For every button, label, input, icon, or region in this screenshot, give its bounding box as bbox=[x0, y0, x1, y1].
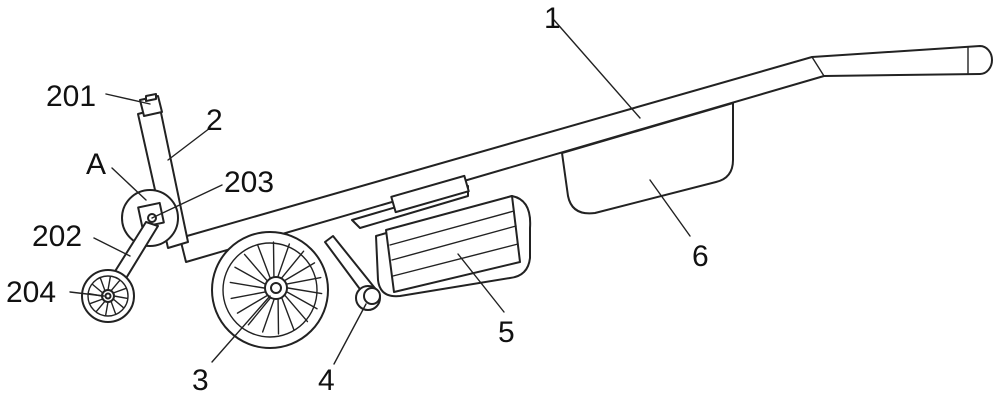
spoke bbox=[99, 277, 106, 292]
spoke bbox=[284, 262, 316, 281]
leader-202 bbox=[93, 237, 131, 257]
leader-4 bbox=[333, 303, 367, 365]
spoke bbox=[277, 243, 291, 277]
leader-3 bbox=[211, 295, 271, 363]
spoke bbox=[230, 291, 266, 300]
spoke bbox=[229, 281, 265, 289]
spoke bbox=[92, 283, 104, 294]
spoke bbox=[247, 297, 271, 326]
leader-1 bbox=[553, 19, 641, 119]
part-3-main-wheel bbox=[211, 231, 329, 349]
labels: 1 2 201 A 203 202 204 3 4 5 6 bbox=[6, 2, 709, 397]
spoke bbox=[261, 299, 275, 333]
part-5-motor bbox=[375, 195, 532, 298]
spoke bbox=[105, 301, 109, 316]
leader-A bbox=[111, 167, 147, 201]
leader-2 bbox=[167, 127, 211, 161]
label-201: 201 bbox=[46, 80, 96, 113]
spoke bbox=[286, 291, 318, 310]
part-6-box bbox=[561, 102, 734, 215]
label-5: 5 bbox=[498, 316, 515, 349]
leader-203 bbox=[151, 184, 223, 219]
label-204: 204 bbox=[6, 276, 56, 309]
leader-lines bbox=[69, 19, 691, 365]
spoke bbox=[234, 266, 266, 285]
leader-5 bbox=[457, 253, 505, 313]
part-1-frame bbox=[179, 45, 993, 263]
spoke bbox=[113, 295, 128, 299]
spoke bbox=[243, 253, 268, 281]
label-3: 3 bbox=[192, 364, 209, 397]
spoke bbox=[110, 300, 117, 315]
spoke bbox=[281, 297, 295, 332]
spoke bbox=[110, 280, 121, 292]
label-4: 4 bbox=[318, 364, 335, 397]
label-1: 1 bbox=[544, 2, 561, 35]
handle-bend-line bbox=[811, 56, 825, 77]
front-wheel-spokes bbox=[88, 276, 128, 316]
label-A: A bbox=[86, 148, 106, 181]
label-2: 2 bbox=[206, 104, 223, 137]
leader-6 bbox=[649, 179, 691, 237]
spoke bbox=[112, 287, 127, 294]
part-4-idler bbox=[324, 235, 381, 311]
spoke bbox=[95, 300, 106, 312]
wheel-spokes bbox=[229, 241, 323, 335]
label-202: 202 bbox=[32, 220, 82, 253]
spoke bbox=[112, 298, 124, 309]
spoke bbox=[89, 298, 104, 305]
mount-plates bbox=[351, 174, 470, 229]
part-204-front-wheel bbox=[81, 269, 135, 323]
label-203: 203 bbox=[224, 166, 274, 199]
leader-201 bbox=[105, 93, 151, 105]
spoke bbox=[286, 276, 322, 285]
spoke bbox=[236, 295, 268, 314]
spoke bbox=[281, 250, 305, 279]
spoke bbox=[287, 287, 323, 295]
label-6: 6 bbox=[692, 240, 709, 273]
spoke bbox=[257, 244, 271, 279]
spoke bbox=[284, 295, 309, 323]
spoke bbox=[107, 276, 111, 291]
leader-204 bbox=[69, 291, 105, 297]
joint-A bbox=[121, 189, 179, 247]
